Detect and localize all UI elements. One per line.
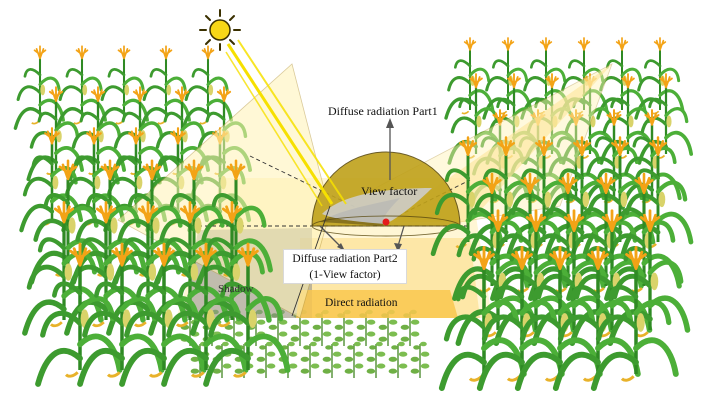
soybean-plant-icon <box>255 341 277 379</box>
soybean-plant-icon <box>365 341 387 379</box>
measurement-point <box>382 218 390 226</box>
arrow-diffuse-up-head <box>386 118 394 128</box>
label-shadow: Shadow <box>218 283 254 295</box>
label-diffuse-part2-box: Diffuse radiation Part2 (1-View factor) <box>283 249 407 284</box>
sun-ray-2 <box>237 39 347 205</box>
label-view-factor-complement: (1-View factor) <box>309 269 381 281</box>
sun-ray-3 <box>225 51 323 207</box>
label-diffuse-part1: Diffuse radiation Part1 <box>328 104 438 118</box>
label-direct-radiation: Direct radiation <box>325 297 398 309</box>
soybean-plant-icon <box>343 341 365 379</box>
arrow-diffuse-down-right-head <box>394 243 402 252</box>
arrow-diffuse-down-right <box>397 225 405 247</box>
soybean-plant-icon <box>387 341 409 379</box>
label-diffuse-part2: Diffuse radiation Part2 <box>292 253 398 265</box>
arrow-diffuse-down-left <box>319 225 343 249</box>
direct-radiation-band <box>296 290 458 318</box>
label-view-factor: View factor <box>361 184 418 198</box>
soybean-plant-icon <box>409 341 431 379</box>
soybean-plant-icon <box>299 341 321 379</box>
dome-view-window <box>322 188 432 224</box>
sun-icon <box>199 9 241 51</box>
soybean-plant-icon <box>321 341 343 379</box>
sun-ray-1 <box>226 43 334 205</box>
